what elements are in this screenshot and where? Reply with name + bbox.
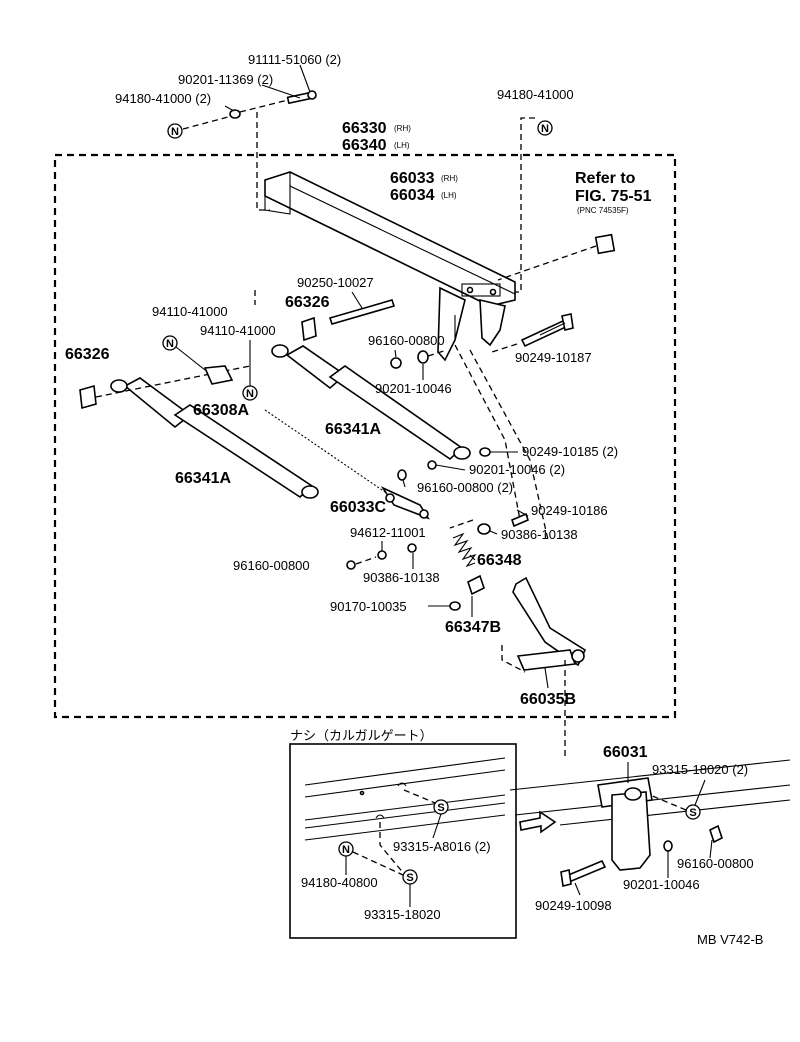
part-labels: 91111-51060 (2) 90201-11369 (2) 94180-41… xyxy=(65,52,763,947)
svg-text:S: S xyxy=(406,872,413,884)
inset-box xyxy=(289,743,517,939)
bracket-66326-top xyxy=(301,316,317,342)
label-66341A-right: 66341A xyxy=(325,421,381,438)
inset-drawing: S N S xyxy=(304,757,506,885)
nut-symbol-icon xyxy=(537,120,553,136)
label-96160-left: 96160-00800 xyxy=(233,558,310,573)
label-90170: 90170-10035 xyxy=(330,599,407,614)
label-90249-10187: 90249-10187 xyxy=(515,350,592,365)
label-90201-10046-top: 90201-10046 xyxy=(375,381,452,396)
nut-washer-top xyxy=(390,349,448,369)
svg-text:N: N xyxy=(541,123,549,135)
label-90250: 90250-10027 xyxy=(297,275,374,290)
nut-symbol-icon xyxy=(162,335,178,351)
label-96160-top: 96160-00800 xyxy=(368,333,445,348)
label-90249-10185: 90249-10185 (2) xyxy=(522,444,618,459)
label-66035B: 66035B xyxy=(520,691,576,708)
bracket-66308A xyxy=(203,365,234,385)
label-66341A-left: 66341A xyxy=(175,470,231,487)
label-66340: 66340 xyxy=(342,137,387,154)
label-94110-a: 94110-41000 xyxy=(152,304,228,319)
label-90201-10046-2: 90201-10046 (2) xyxy=(469,462,565,477)
nut-symbol-icon xyxy=(167,123,183,139)
refer-line-2: FIG. 75-51 xyxy=(575,188,652,205)
bracket-66326-left xyxy=(79,384,97,410)
svg-text:N: N xyxy=(171,126,179,138)
label-90201-11369: 90201-11369 (2) xyxy=(178,72,273,87)
label-91111: 91111-51060 (2) xyxy=(248,52,341,67)
label-96160-2: 96160-00800 (2) xyxy=(417,480,513,495)
label-inset-title: ナシ（カルガルゲート） xyxy=(290,728,433,743)
figure-code: MB V742-B xyxy=(697,932,763,947)
label-66347B: 66347B xyxy=(445,619,501,636)
label-90386-left: 90386-10138 xyxy=(363,570,440,585)
label-90249-10186: 90249-10186 xyxy=(531,503,608,518)
label-66033: 66033 xyxy=(390,170,435,187)
top-left-fastener-group: N xyxy=(167,90,317,211)
assembly-boundary xyxy=(53,153,677,719)
arm-66033 xyxy=(264,171,516,362)
screw-symbol-icon xyxy=(685,804,701,820)
refer-line-1: Refer to xyxy=(575,170,636,187)
direction-arrow-icon xyxy=(519,810,557,834)
svg-text:S: S xyxy=(689,807,696,819)
label-94180-left: 94180-41000 (2) xyxy=(115,91,211,106)
label-90201-10046-bottom: 90201-10046 xyxy=(623,877,700,892)
svg-text:(RH): (RH) xyxy=(394,124,411,133)
label-90249-10098: 90249-10098 xyxy=(535,898,612,913)
pin-66347B xyxy=(467,574,485,596)
refer-patch xyxy=(594,233,616,255)
label-93315-A8016: 93315-A8016 (2) xyxy=(393,839,491,854)
label-94180-40800: 94180-40800 xyxy=(301,875,378,890)
hinge-66031: S xyxy=(509,759,791,887)
label-66308A: 66308A xyxy=(193,402,249,419)
washer-90170 xyxy=(449,601,461,611)
label-66031: 66031 xyxy=(603,744,648,761)
leader-lines xyxy=(224,64,713,907)
bolt-90250 xyxy=(328,299,396,325)
svg-text:N: N xyxy=(166,338,174,350)
refer-line-3: (PNC 74535F) xyxy=(577,206,629,215)
bracket-66035B xyxy=(501,576,587,673)
label-66326-top: 66326 xyxy=(285,294,330,311)
damper-66341A-left xyxy=(110,377,319,499)
rod-66033C xyxy=(264,409,430,520)
label-94612: 94612-11001 xyxy=(350,525,426,540)
label-90386-right: 90386-10138 xyxy=(501,527,578,542)
label-66330: 66330 xyxy=(342,120,387,137)
label-66034: 66034 xyxy=(390,187,435,204)
top-right-fastener: N xyxy=(508,117,553,293)
svg-text:N: N xyxy=(342,844,350,856)
label-93315-18020-inset: 93315-18020 xyxy=(364,907,441,922)
svg-text:(RH): (RH) xyxy=(441,174,458,183)
svg-text:S: S xyxy=(437,802,444,814)
svg-text:N: N xyxy=(246,388,254,400)
label-66348: 66348 xyxy=(477,552,522,569)
svg-text:(LH): (LH) xyxy=(394,141,410,150)
label-94180-right: 94180-41000 xyxy=(497,87,574,102)
label-96160-bottom: 96160-00800 xyxy=(677,856,754,871)
label-66326-left: 66326 xyxy=(65,346,110,363)
label-66033C: 66033C xyxy=(330,499,386,516)
damper-66341A-right xyxy=(271,344,471,461)
bolt-90249-10187 xyxy=(491,313,574,353)
spring-66348 xyxy=(452,532,477,568)
label-94110-b: 94110-41000 xyxy=(200,323,276,338)
svg-text:(LH): (LH) xyxy=(441,191,457,200)
label-93315-18020-right: 93315-18020 (2) xyxy=(652,762,748,777)
